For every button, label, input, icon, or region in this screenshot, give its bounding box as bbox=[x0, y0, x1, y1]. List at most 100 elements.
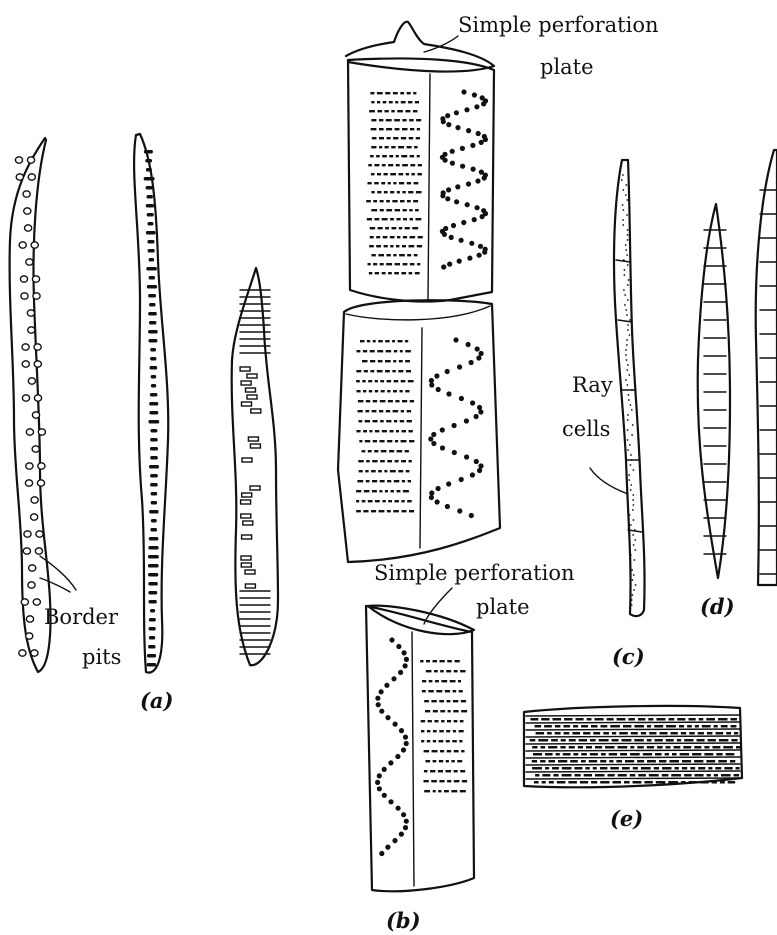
bordered-pit bbox=[15, 157, 22, 163]
vessel-pit bbox=[392, 200, 397, 202]
vessel-pit bbox=[407, 500, 412, 502]
vessel-pit bbox=[445, 369, 450, 374]
cell-stipple bbox=[635, 584, 637, 586]
pit-slit bbox=[250, 486, 260, 490]
bordered-pit bbox=[27, 157, 34, 163]
cell-stipple bbox=[622, 224, 624, 226]
bordered-pit bbox=[32, 446, 39, 452]
vessel-pit bbox=[447, 262, 452, 267]
vessel-pit bbox=[401, 137, 406, 139]
cell-content bbox=[532, 760, 537, 763]
vessel-pit bbox=[372, 480, 377, 482]
vessel-pit bbox=[381, 390, 385, 392]
cell-content bbox=[643, 753, 652, 756]
vessel-pit bbox=[408, 101, 412, 103]
vessel-pit bbox=[446, 187, 451, 192]
cell-row-wall bbox=[526, 722, 740, 723]
vessel-pit bbox=[417, 155, 420, 157]
vessel-pit bbox=[386, 410, 390, 412]
cell-stipple bbox=[629, 514, 631, 516]
vessel-pit bbox=[368, 182, 372, 184]
cell-content bbox=[548, 746, 557, 749]
vessel-pit bbox=[459, 238, 464, 243]
vessel-pit bbox=[477, 468, 482, 473]
vessel-pit bbox=[383, 101, 387, 103]
vessel-pit bbox=[454, 780, 460, 782]
vessel-pit bbox=[402, 400, 407, 402]
scalariform-pit bbox=[148, 555, 159, 559]
cell-stipple bbox=[630, 489, 632, 491]
cell-content bbox=[595, 718, 604, 721]
vessel-pit bbox=[429, 382, 434, 387]
cell-content bbox=[558, 760, 567, 763]
vessel-pit bbox=[400, 92, 404, 94]
vessel-pit bbox=[395, 400, 399, 402]
vessel-pit bbox=[372, 410, 377, 412]
vessel-pit bbox=[416, 119, 421, 121]
vessel-pit bbox=[439, 740, 444, 742]
vessel-pit bbox=[403, 825, 408, 830]
cell-stipple bbox=[627, 229, 629, 231]
vessel-pit bbox=[397, 110, 403, 112]
pit-slit bbox=[240, 367, 250, 371]
cell-content bbox=[669, 718, 675, 721]
vessel-pit bbox=[375, 696, 380, 701]
vessel-pit bbox=[475, 205, 480, 210]
vessel-pit bbox=[401, 500, 404, 502]
label-border-pits: Border pits bbox=[40, 556, 121, 669]
vessel-pit bbox=[417, 245, 422, 247]
vessel-pit bbox=[424, 750, 430, 752]
label-simple-perforation-plate-top: Simple perforation plate bbox=[424, 13, 658, 79]
vessel-pit bbox=[371, 128, 377, 130]
vessel-pit bbox=[385, 340, 389, 342]
cell-content bbox=[681, 732, 686, 735]
tracheid-group-a bbox=[10, 134, 278, 673]
vessel-pit bbox=[401, 101, 406, 103]
cell-content bbox=[638, 718, 645, 721]
cell-stipple bbox=[626, 314, 628, 316]
vessel-pit bbox=[401, 380, 406, 382]
scalariform-pit bbox=[148, 564, 159, 568]
vessel-pit bbox=[483, 137, 488, 142]
cell-stipple bbox=[627, 324, 629, 326]
cell-content bbox=[608, 774, 615, 777]
cell-content bbox=[690, 767, 695, 770]
vessel-pit bbox=[356, 380, 360, 382]
vessel-pit bbox=[400, 200, 405, 202]
vessel-pit bbox=[401, 460, 406, 462]
scalariform-pit bbox=[149, 618, 156, 622]
vessel-pit bbox=[386, 200, 390, 202]
cell-content bbox=[622, 739, 632, 742]
vessel-pit bbox=[455, 184, 460, 189]
scalariform-pit bbox=[151, 384, 156, 388]
vessel-pit bbox=[375, 390, 378, 392]
vessel-pit bbox=[450, 680, 456, 682]
vessel-pit bbox=[387, 380, 392, 382]
cell-stipple bbox=[625, 349, 627, 351]
vessel-pit bbox=[390, 430, 394, 432]
scalariform-pit bbox=[150, 348, 156, 352]
cell-content bbox=[553, 718, 562, 721]
cell-stipple bbox=[625, 194, 627, 196]
vessel-pit bbox=[389, 637, 394, 642]
vessel-pit bbox=[409, 209, 412, 211]
vessel-pit bbox=[398, 670, 403, 675]
vessel-pit bbox=[388, 760, 393, 765]
scalariform-pit bbox=[148, 573, 158, 577]
cell-content bbox=[613, 781, 622, 784]
vessel-pit bbox=[447, 660, 452, 662]
cell-content bbox=[695, 774, 704, 777]
cell-content bbox=[638, 774, 646, 777]
vessel-pit bbox=[479, 351, 484, 356]
vessel-pit bbox=[407, 254, 411, 256]
cell-content bbox=[694, 746, 701, 749]
vessel-pit bbox=[457, 508, 462, 513]
vessel-pit bbox=[410, 263, 415, 265]
vessel-pit bbox=[357, 390, 361, 392]
vessel-pit bbox=[393, 390, 397, 392]
cell-content bbox=[660, 732, 668, 735]
vessel-3-side-edge bbox=[412, 632, 414, 886]
pit-slit bbox=[241, 514, 251, 518]
vessel-pit bbox=[382, 272, 386, 274]
